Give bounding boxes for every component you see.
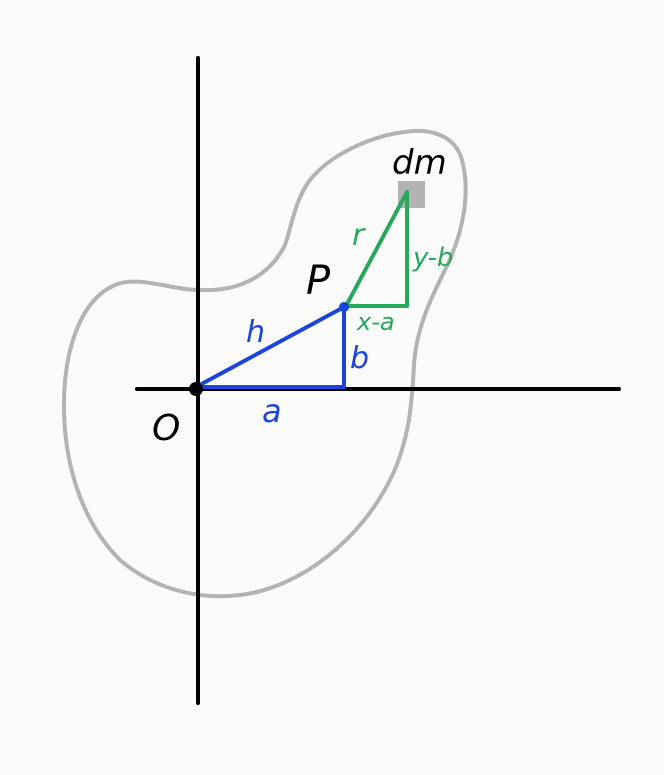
origin-label: O bbox=[152, 408, 180, 449]
label-b: b bbox=[350, 341, 369, 376]
mass-element-label: dm bbox=[392, 143, 447, 183]
point-p-dot bbox=[339, 302, 349, 312]
label-x-minus-a: x-a bbox=[356, 308, 395, 336]
label-a: a bbox=[262, 392, 282, 430]
origin-dot bbox=[189, 382, 203, 396]
body-outline bbox=[61, 129, 468, 599]
green-triangle bbox=[344, 190, 409, 308]
point-p-label: P bbox=[306, 258, 331, 304]
label-r: r bbox=[352, 218, 366, 253]
label-h: h bbox=[246, 315, 265, 350]
blue-triangle bbox=[194, 305, 346, 389]
label-y-minus-b: y-b bbox=[412, 243, 453, 273]
